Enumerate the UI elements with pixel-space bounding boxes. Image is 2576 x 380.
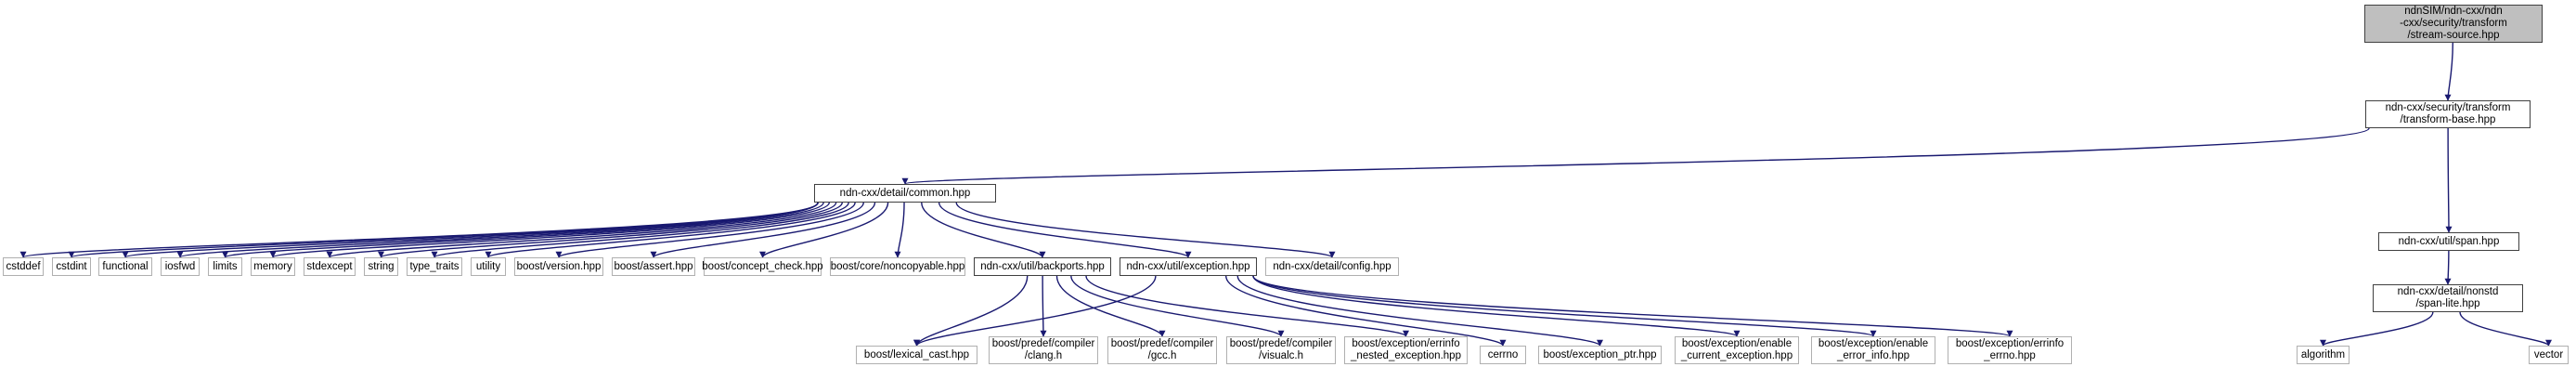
edge-common-to-memory	[269, 202, 830, 258]
edge-exception-to-enable-error-info	[1252, 275, 1877, 337]
graph-node-utility[interactable]: utility	[471, 257, 506, 276]
edge-common-to-cstdint	[68, 202, 819, 258]
edge-backports-to-predef-clang	[1040, 275, 1047, 337]
graph-node-iosfwd[interactable]: iosfwd	[161, 257, 200, 276]
graph-node-boost-version[interactable]: boost/version.hpp	[514, 257, 603, 276]
edge-common-to-limits	[222, 202, 824, 258]
graph-node-enable-error-info[interactable]: boost/exception/enable _error_info.hpp	[1811, 336, 1935, 364]
graph-node-functional[interactable]: functional	[98, 257, 152, 276]
graph-node-cerrno[interactable]: cerrno	[1480, 346, 1526, 364]
graph-node-type_traits[interactable]: type_traits	[407, 257, 462, 276]
graph-node-enable-current[interactable]: boost/exception/enable _current_exceptio…	[1675, 336, 1799, 364]
edge-backports-to-predef-visualc	[1070, 275, 1285, 337]
edge-stream-source-to-transform-base	[2444, 42, 2453, 101]
edge-common-to-backports	[921, 202, 1046, 258]
edge-span-lite-to-algorithm	[2320, 311, 2434, 347]
edge-transform-base-to-span	[2445, 127, 2453, 233]
edge-exception-to-errinfo-errno	[1252, 275, 2013, 337]
graph-node-cstddef[interactable]: cstddef	[3, 257, 44, 276]
edge-common-to-utility	[485, 202, 856, 258]
edge-common-to-boost-concept	[759, 202, 889, 258]
graph-node-backports[interactable]: ndn-cxx/util/backports.hpp	[974, 257, 1111, 276]
graph-node-memory[interactable]: memory	[251, 257, 295, 276]
edge-common-to-boost-noncopyable	[894, 202, 905, 258]
edge-backports-to-lexical-cast	[913, 275, 1029, 347]
edge-common-to-stdexcept	[326, 202, 837, 258]
graph-node-common[interactable]: ndn-cxx/detail/common.hpp	[814, 184, 996, 203]
edge-span-lite-to-vector	[2459, 311, 2552, 347]
edge-exception-to-lexical-cast	[913, 275, 1157, 347]
edge-common-to-exception	[938, 202, 1192, 258]
graph-node-exception-ptr[interactable]: boost/exception_ptr.hpp	[1538, 346, 1662, 364]
graph-node-predef-clang[interactable]: boost/predef/compiler /clang.h	[989, 336, 1098, 364]
graph-node-errinfo-nested[interactable]: boost/exception/errinfo _nested_exceptio…	[1344, 336, 1468, 364]
graph-node-boost-concept[interactable]: boost/concept_check.hpp	[702, 257, 823, 276]
graph-node-stream-source: ndnSIM/ndn-cxx/ndn -cxx/security/transfo…	[2364, 5, 2543, 43]
graph-node-boost-noncopyable[interactable]: boost/core/noncopyable.hpp	[830, 257, 965, 276]
graph-node-limits[interactable]: limits	[208, 257, 242, 276]
graph-node-string[interactable]: string	[364, 257, 398, 276]
edge-backports-to-errinfo-nested	[1085, 275, 1409, 337]
edge-common-to-boost-version	[555, 202, 864, 258]
graph-node-config[interactable]: ndn-cxx/detail/config.hpp	[1265, 257, 1399, 276]
edge-backports-to-predef-gcc	[1055, 275, 1166, 337]
graph-node-lexical-cast[interactable]: boost/lexical_cast.hpp	[856, 346, 977, 364]
edge-common-to-string	[378, 202, 843, 258]
graph-node-cstdint[interactable]: cstdint	[52, 257, 91, 276]
edge-common-to-iosfwd	[176, 202, 819, 258]
edge-common-to-cstddef	[19, 202, 819, 258]
graph-node-algorithm[interactable]: algorithm	[2297, 346, 2349, 364]
graph-node-stdexcept[interactable]: stdexcept	[304, 257, 356, 276]
graph-node-predef-visualc[interactable]: boost/predef/compiler /visualc.h	[1226, 336, 1336, 364]
edge-transform-base-to-common	[902, 127, 2370, 185]
edge-common-to-config	[955, 202, 1336, 258]
edge-span-to-span-lite	[2444, 250, 2452, 285]
graph-node-transform-base[interactable]: ndn-cxx/security/transform /transform-ba…	[2365, 100, 2531, 128]
edge-exception-to-exception-ptr	[1236, 275, 1603, 347]
graph-node-boost-assert[interactable]: boost/assert.hpp	[612, 257, 695, 276]
graph-node-exception[interactable]: ndn-cxx/util/exception.hpp	[1120, 257, 1257, 276]
edge-exception-to-cerrno	[1224, 275, 1507, 347]
graph-node-vector[interactable]: vector	[2529, 346, 2569, 364]
edge-common-to-type_traits	[431, 202, 849, 258]
graph-node-predef-gcc[interactable]: boost/predef/compiler /gcc.h	[1107, 336, 1217, 364]
graph-node-errinfo-errno[interactable]: boost/exception/errinfo _errno.hpp	[1948, 336, 2072, 364]
edge-exception-to-enable-current	[1252, 275, 1741, 337]
graph-node-span-lite[interactable]: ndn-cxx/detail/nonstd /span-lite.hpp	[2373, 284, 2523, 312]
edge-common-to-boost-assert	[650, 202, 876, 258]
edge-common-to-functional	[122, 202, 819, 258]
graph-node-span[interactable]: ndn-cxx/util/span.hpp	[2378, 232, 2519, 251]
